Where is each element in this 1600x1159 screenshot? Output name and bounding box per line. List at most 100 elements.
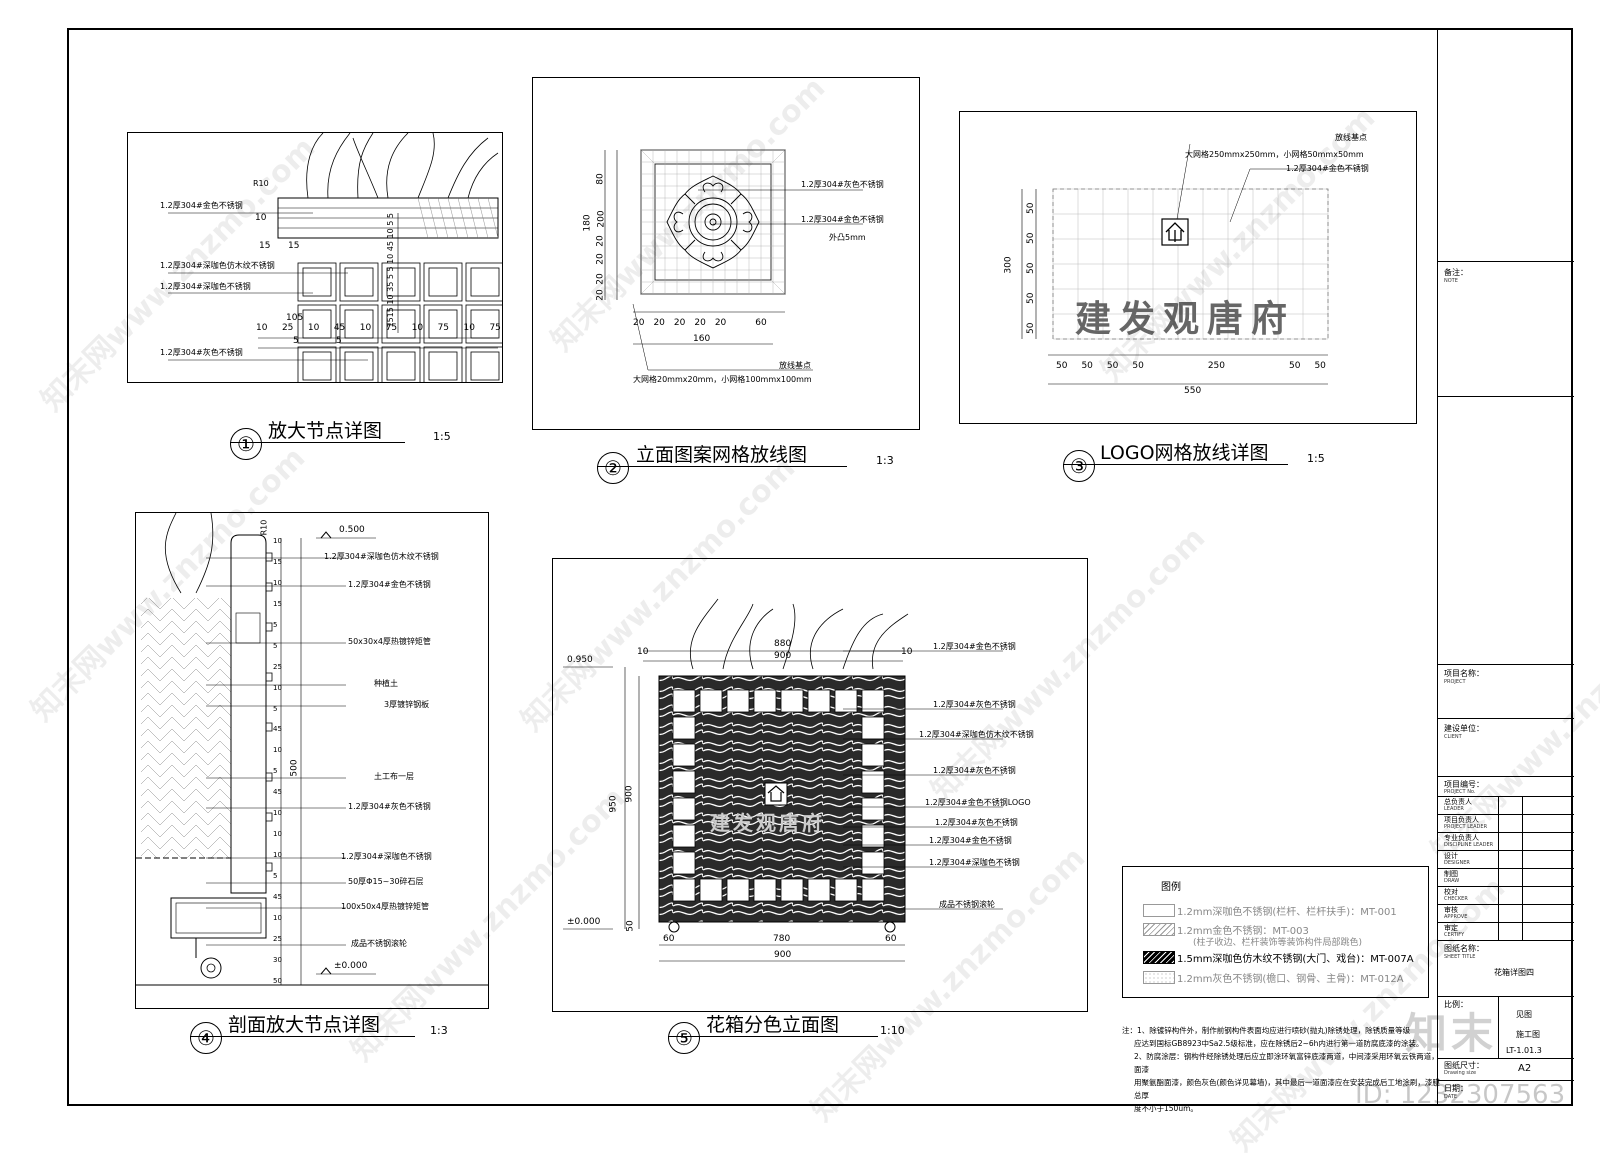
- d5-frame-box: [672, 851, 696, 875]
- tb-row-label: 审核: [1444, 906, 1458, 914]
- tb-row-label-en: CHECKER: [1444, 896, 1468, 902]
- d1-grid-cell: [297, 262, 337, 302]
- d5-dim-880: 880: [774, 639, 792, 649]
- d2-bdim: 20: [653, 318, 665, 328]
- d1-dim-105: 105: [286, 313, 304, 323]
- d2-width: 160: [693, 334, 711, 344]
- detail-3-panel: 放线基点 大网格250mmx250mm，小网格50mmx50mm 1.2厚304…: [959, 111, 1417, 424]
- legend-item-2b: (柱子收边、栏杆装饰等装饰构件局部跳色): [1193, 938, 1363, 948]
- legend-item-1: 1.2mm深咖色不锈钢(栏杆、栏杆扶手)：MT-001: [1177, 907, 1397, 918]
- d1-hdim: 10: [359, 323, 372, 333]
- tb-size-value: A2: [1518, 1063, 1532, 1074]
- d4-dim: 10: [273, 578, 282, 587]
- d3-logo-text: 建发观唐府: [1075, 298, 1296, 340]
- d4-callout-7: 1.2厚304#灰色不锈钢: [348, 802, 431, 811]
- d5-dim-10a: 10: [637, 647, 649, 657]
- d2-callout-3: 外凸5mm: [829, 233, 866, 242]
- d4-callout-2: 1.2厚304#金色不锈钢: [348, 580, 431, 589]
- legend-swatch-3: [1143, 951, 1175, 964]
- d3-bdim: 250: [1207, 361, 1225, 371]
- d5-dim-900-top: 900: [774, 651, 792, 661]
- detail-2-panel: 1.2厚304#灰色不锈钢 1.2厚304#金色不锈钢 外凸5mm 180 80…: [532, 77, 920, 430]
- d5-frame-box: [861, 824, 885, 848]
- d3-width: 550: [1184, 386, 1202, 396]
- image-id: ID: 1232307563: [1355, 1080, 1566, 1110]
- tb-note-en: NOTE: [1444, 278, 1458, 284]
- tb-projectno-en: PROJECT No.: [1444, 789, 1476, 795]
- d4-dim: 10: [273, 537, 282, 545]
- d3-bdim: 50: [1081, 361, 1093, 371]
- d1-grid-cell: [423, 304, 463, 344]
- d5-callout-8: 1.2厚304#深咖色不锈钢: [929, 858, 1020, 867]
- d2-dim-180: 180: [582, 214, 593, 232]
- d2-origin: 放线基点: [779, 361, 811, 370]
- d4-dim: 5: [273, 641, 278, 650]
- d3-origin: 放线基点: [1335, 133, 1367, 142]
- d5-frame-box: [861, 716, 885, 740]
- tb-row-label-en: PROJECT LEADER: [1444, 824, 1488, 830]
- d4-top-level: 0.500: [339, 525, 365, 535]
- d4-callout-11: 成品不锈钢滚轮: [351, 939, 407, 948]
- d4-dim: 15: [273, 557, 282, 566]
- d1-hdim: 75: [437, 323, 450, 333]
- d4-callout-3: 50x30x4厚热镀锌矩管: [348, 637, 431, 646]
- tb-row-label: 专业负责人: [1444, 834, 1479, 842]
- d1-grid-cell-inner: [344, 351, 374, 381]
- legend-panel: 图例 1.2mm深咖色不锈钢(栏杆、栏杆扶手)：MT-001 1.2mm金色不锈…: [1122, 866, 1429, 998]
- d5-callout-6: 1.2厚304#灰色不锈钢: [935, 818, 1018, 827]
- d5-callout-7: 1.2厚304#金色不锈钢: [929, 836, 1012, 845]
- detail-2-drawing: [604, 149, 863, 371]
- d1-hdim: 45: [333, 323, 346, 333]
- d4-dims: 10 15 10 15 5 5 25 10 5 45 10 5 45 10 10…: [273, 537, 285, 985]
- detail-5-title: 花箱分色立面图: [706, 1014, 840, 1036]
- tb-divider: [1438, 776, 1574, 777]
- detail-1-panel: R10 1.2厚304#金色不锈钢 1.2厚304#深咖色仿木纹不锈钢 1.2厚…: [127, 132, 503, 383]
- d2-dim-20c: 20: [595, 273, 606, 285]
- d5-frame-box: [672, 716, 696, 740]
- d1-grid-cell-inner: [302, 267, 332, 297]
- d1-vertical-dims: 1515 10 35 5 5 10 45 10 5 5: [386, 213, 395, 328]
- d3-left-dims: 50 50 50 50 50: [1024, 192, 1038, 342]
- detail-2-underline: [597, 466, 847, 467]
- d5-callout-2: 1.2厚304#灰色不锈钢: [933, 700, 1016, 709]
- drawing-frame: [67, 28, 1573, 1106]
- d5-frame-box: [861, 689, 885, 713]
- detail-4-underline: [190, 1036, 415, 1037]
- d3-bdim: 50: [1106, 361, 1119, 371]
- d5-bottom-level: ±0.000: [567, 917, 601, 927]
- d5-frame-box: [699, 689, 723, 713]
- tb-sheet-name: 花箱详图四: [1494, 968, 1534, 977]
- d1-hdim: 10: [411, 323, 424, 333]
- d1-grid-cell: [423, 262, 463, 302]
- tb-ratio-value: 见图: [1516, 1010, 1532, 1019]
- detail-5-panel: 0.950 ±0.000 900 880 10 10 950 900 50 60…: [552, 558, 1088, 1012]
- d4-dim: 5: [273, 620, 278, 629]
- detail-3-number: ③: [1063, 450, 1095, 482]
- d5-dim-60a: 60: [663, 934, 675, 944]
- d1-grid-cell-inner: [344, 267, 374, 297]
- d5-frame-box: [861, 770, 885, 794]
- tb-client-label: 建设单位：: [1444, 724, 1484, 733]
- d2-bdim: 20: [673, 318, 686, 328]
- tb-divider: [1438, 718, 1574, 719]
- d4-dim: 10: [273, 913, 282, 922]
- detail-4-drawing: [136, 513, 488, 986]
- d4-dim: 45: [273, 725, 282, 734]
- d4-dim: 45: [273, 892, 282, 901]
- d4-callout-9: 50厚Φ15~30碎石层: [348, 877, 424, 886]
- d3-ldim: 50: [1026, 232, 1036, 244]
- d4-dim: 45: [273, 788, 282, 797]
- detail-4-scale: 1:3: [430, 1024, 448, 1037]
- d1-hdim: 10: [307, 323, 320, 333]
- d4-dim: 5: [273, 704, 278, 713]
- d1-grid-cell: [297, 304, 337, 344]
- d4-dim: 10: [273, 683, 282, 692]
- d1-grid-cell-inner: [470, 267, 500, 297]
- d5-dim-50: 50: [625, 920, 636, 932]
- legend-item-2: 1.2mm金色不锈钢：MT-003: [1177, 926, 1309, 937]
- tb-divider: [1438, 396, 1574, 397]
- d5-frame-box: [780, 878, 804, 902]
- tb-stage: 施工图: [1516, 1030, 1540, 1039]
